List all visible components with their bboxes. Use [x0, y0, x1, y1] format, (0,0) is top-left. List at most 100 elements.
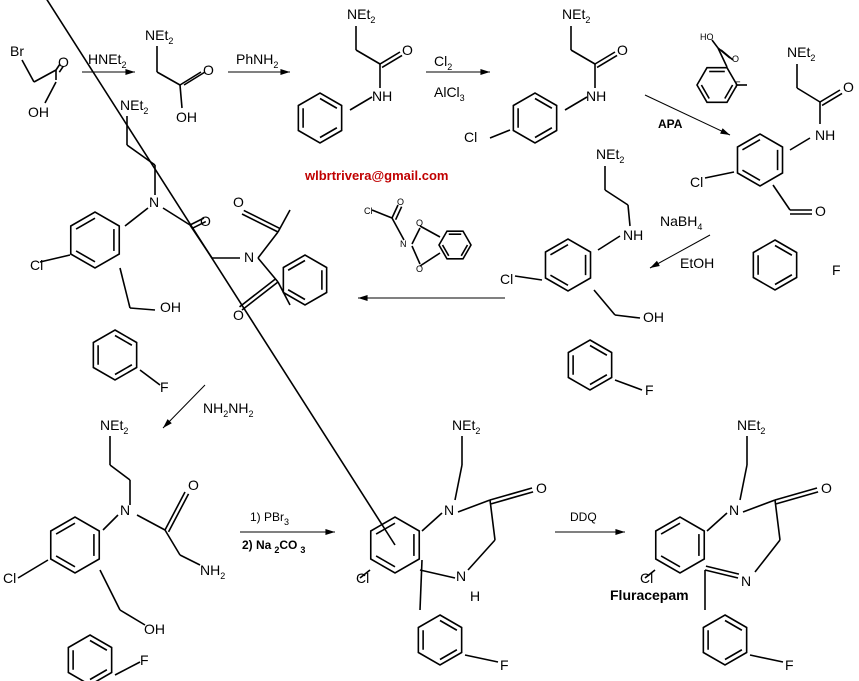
bond	[349, 96, 373, 111]
aromatic-bond	[114, 334, 133, 346]
benzene-ring	[512, 92, 558, 144]
bond	[277, 209, 291, 233]
bond	[772, 184, 791, 211]
bond	[489, 499, 496, 541]
bond	[775, 491, 819, 505]
bond	[191, 220, 207, 230]
aromatic-bond	[287, 289, 306, 301]
atom-o: O	[732, 54, 739, 64]
atom-o: O	[233, 307, 244, 323]
atom-net2: NEt2	[787, 44, 815, 63]
bond	[164, 529, 181, 556]
author-email: wlbrtrivera@gmail.com	[304, 168, 448, 183]
atom-nh: NH	[623, 227, 643, 243]
aromatic-bond	[534, 127, 553, 139]
aromatic-bond	[724, 84, 734, 99]
bond	[379, 51, 401, 65]
bond	[46, 0, 396, 546]
atom-nh2: NH2	[200, 562, 225, 581]
aromatic-bond	[375, 555, 396, 568]
aromatic-bond	[774, 244, 793, 256]
bond	[129, 307, 156, 311]
atom-o: O	[397, 197, 404, 207]
bond-lines	[17, 0, 843, 681]
bond	[119, 267, 131, 309]
atom-f: F	[645, 382, 654, 398]
aromatic-bond	[55, 522, 76, 535]
bond	[21, 59, 35, 83]
reaction-arrow	[162, 384, 206, 429]
aromatic-bond	[774, 274, 793, 286]
bond	[39, 254, 71, 263]
bond	[704, 569, 739, 579]
atom-net2: NEt2	[596, 146, 624, 165]
atom-o: O	[200, 213, 211, 229]
benzene-ring	[49, 516, 101, 574]
bond	[156, 71, 181, 86]
benzene-ring	[67, 634, 113, 681]
bond	[705, 565, 740, 575]
benzene-ring	[369, 516, 421, 574]
bond	[717, 47, 728, 68]
atom-h: H	[470, 588, 480, 604]
bond	[124, 207, 149, 227]
bond	[489, 129, 511, 139]
bond	[381, 54, 403, 69]
bond	[391, 204, 399, 219]
bond	[821, 92, 843, 107]
bond	[257, 231, 279, 259]
reaction-arrow	[644, 94, 731, 136]
atom-net2: NEt2	[562, 6, 590, 25]
aromatic-bond	[589, 344, 608, 356]
atom-oh: OH	[643, 309, 664, 325]
atom-o: O	[843, 79, 854, 95]
bond	[742, 499, 776, 513]
atom-cl: Cl	[690, 174, 703, 190]
atom-oh: OH	[176, 109, 197, 125]
bond	[644, 569, 656, 579]
bond	[257, 257, 279, 283]
aromatic-bond	[89, 639, 108, 651]
bond	[179, 554, 201, 566]
benzene-ring	[297, 92, 343, 144]
aromatic-bond	[55, 555, 76, 568]
bond	[411, 227, 421, 245]
bond	[594, 51, 616, 65]
bond	[239, 278, 277, 308]
aromatic-bond	[114, 364, 133, 376]
benzene-ring	[654, 516, 706, 574]
benzene-ring	[282, 254, 328, 306]
bond	[739, 464, 748, 501]
bond	[774, 499, 781, 541]
bond	[627, 204, 631, 227]
atom-cl: Cl	[30, 257, 43, 273]
arrow-head-icon	[480, 69, 490, 75]
atom-n: N	[244, 249, 254, 265]
atom-oh: OH	[144, 621, 165, 637]
atom-n: N	[741, 573, 751, 589]
atom-n: N	[400, 239, 407, 249]
atom-f: F	[735, 80, 741, 90]
atom-nh: NH	[586, 88, 606, 104]
bond	[33, 69, 57, 83]
bond	[514, 275, 543, 281]
reagent-hnet2: HNEt2	[88, 51, 126, 70]
benzene-ring	[567, 339, 613, 391]
benzene-ring	[438, 230, 472, 260]
aromatic-bond	[319, 127, 338, 139]
bond	[774, 487, 818, 501]
bond	[819, 89, 841, 103]
bond	[162, 207, 191, 226]
atom-f: F	[832, 262, 841, 278]
atom-n: N	[120, 502, 130, 518]
bond	[58, 65, 64, 73]
bond	[102, 514, 119, 531]
bond	[457, 499, 491, 513]
bond	[570, 49, 596, 65]
bond	[706, 512, 728, 532]
bond	[704, 171, 735, 179]
bond	[136, 514, 166, 531]
bond	[179, 84, 183, 109]
bond	[17, 559, 49, 579]
